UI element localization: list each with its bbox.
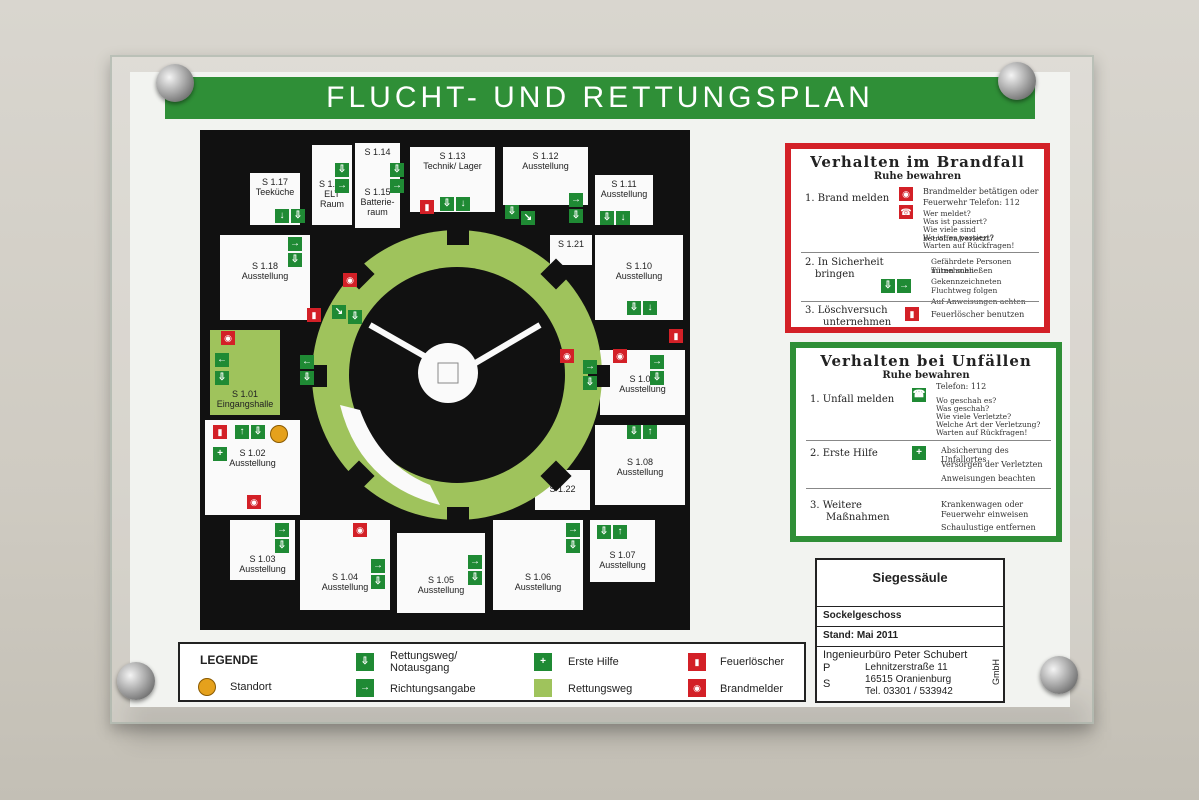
exit-sign-icon: ⇩ bbox=[356, 653, 374, 671]
fire-alarm-icon: ◉ bbox=[221, 331, 235, 345]
fire-subtitle: Ruhe bewahren bbox=[873, 171, 962, 182]
exit-sign-icon: ⇩ bbox=[627, 301, 641, 315]
exit-sign-icon: ⇩ bbox=[600, 211, 614, 225]
building-info-box: Siegessäule Sockelgeschoss Stand: Mai 20… bbox=[815, 558, 1005, 703]
exit-sign-icon: ⇩ bbox=[335, 163, 349, 177]
first-aid-icon: + bbox=[213, 447, 227, 461]
standort-marker-icon bbox=[270, 425, 288, 443]
exit-sign-icon: ⇩ bbox=[251, 425, 265, 439]
direction-arrow-icon: → bbox=[356, 679, 374, 697]
direction-arrow-icon: → bbox=[390, 179, 404, 193]
exit-sign-icon: ⇩ bbox=[371, 575, 385, 589]
direction-arrow-icon: ↑ bbox=[613, 525, 627, 539]
fire-alarm-icon: ◉ bbox=[343, 273, 357, 287]
building-name: Siegessäule bbox=[872, 570, 948, 585]
direction-arrow-icon: ↓ bbox=[643, 301, 657, 315]
direction-arrow-icon: ↑ bbox=[643, 425, 657, 439]
fire-step-1: 1. Brand melden bbox=[805, 193, 890, 204]
fire-alarm-icon: ◉ bbox=[613, 349, 627, 363]
fire-alarm-icon: ◉ bbox=[560, 349, 574, 363]
direction-arrow-icon: ← bbox=[215, 353, 229, 367]
fire-title: Verhalten im Brandfall bbox=[810, 153, 1025, 171]
exit-sign-icon: ⇩ bbox=[275, 539, 289, 553]
standort-icon bbox=[198, 678, 216, 696]
direction-arrow-icon: ↓ bbox=[456, 197, 470, 211]
mounting-screw bbox=[156, 64, 194, 102]
fire-extinguisher-icon: ▮ bbox=[213, 425, 227, 439]
phone-icon: ☎ bbox=[899, 205, 913, 219]
fire-extinguisher-icon: ▮ bbox=[905, 307, 919, 321]
direction-arrow-icon: ↓ bbox=[275, 209, 289, 223]
direction-arrow-icon: → bbox=[650, 355, 664, 369]
mounting-screw bbox=[1040, 656, 1078, 694]
fire-extinguisher-icon: ▮ bbox=[307, 308, 321, 322]
exit-sign-icon: ⇩ bbox=[650, 371, 664, 385]
direction-arrow-icon: → bbox=[371, 559, 385, 573]
exit-sign-icon: ⇩ bbox=[300, 371, 314, 385]
column-core bbox=[418, 343, 478, 403]
exit-sign-icon: ⇩ bbox=[348, 310, 362, 324]
fire-extinguisher-icon: ▮ bbox=[420, 200, 434, 214]
fire-alarm-icon: ◉ bbox=[247, 495, 261, 509]
date-label: Stand: Mai 2011 bbox=[817, 626, 1003, 644]
exit-sign-icon: ⇩ bbox=[597, 525, 611, 539]
fire-alarm-icon: ◉ bbox=[899, 187, 913, 201]
direction-arrow-icon: → bbox=[275, 523, 289, 537]
exit-sign-icon: ⇩ bbox=[566, 539, 580, 553]
accident-title: Verhalten bei Unfällen bbox=[820, 352, 1032, 370]
fire-alarm-icon: ◉ bbox=[353, 523, 367, 537]
direction-arrow-icon: ↑ bbox=[235, 425, 249, 439]
exit-sign-icon: ⇩ bbox=[881, 279, 895, 293]
direction-arrow-icon: → bbox=[468, 555, 482, 569]
fire-extinguisher-icon: ▮ bbox=[669, 329, 683, 343]
direction-arrow-icon: → bbox=[288, 237, 302, 251]
exit-sign-icon: ⇩ bbox=[569, 209, 583, 223]
fire-procedure-panel: Verhalten im Brandfall Ruhe bewahren 1. … bbox=[785, 143, 1050, 333]
exit-sign-icon: ⇩ bbox=[288, 253, 302, 267]
direction-arrow-icon: → bbox=[569, 193, 583, 207]
direction-arrow-icon: → bbox=[897, 279, 911, 293]
direction-arrow-icon: ↘ bbox=[332, 305, 346, 319]
exit-sign-icon: ⇩ bbox=[390, 163, 404, 177]
exit-sign-icon: ⇩ bbox=[440, 197, 454, 211]
plan-title: FLUCHT- UND RETTUNGSPLAN bbox=[165, 77, 1035, 119]
exit-sign-icon: ⇩ bbox=[468, 571, 482, 585]
fire-alarm-icon: ◉ bbox=[688, 679, 706, 697]
first-aid-icon: + bbox=[912, 446, 926, 460]
fire-extinguisher-icon: ▮ bbox=[688, 653, 706, 671]
direction-arrow-icon: → bbox=[566, 523, 580, 537]
exit-sign-icon: ⇩ bbox=[627, 425, 641, 439]
staircase bbox=[340, 405, 440, 505]
direction-arrow-icon: ↓ bbox=[616, 211, 630, 225]
accident-subtitle: Ruhe bewahren bbox=[882, 370, 970, 381]
route-swatch-icon bbox=[534, 679, 552, 697]
central-escape-ring bbox=[305, 223, 610, 529]
exit-sign-icon: ⇩ bbox=[583, 376, 597, 390]
exit-sign-icon: ⇩ bbox=[291, 209, 305, 223]
direction-arrow-icon: ↘ bbox=[521, 211, 535, 225]
floor-label: Sockelgeschoss bbox=[817, 606, 1003, 624]
company-block: Ingenieurbüro Peter Schubert P S Lehnitz… bbox=[817, 646, 1003, 701]
accident-procedure-panel: Verhalten bei Unfällen Ruhe bewahren Tel… bbox=[790, 342, 1062, 542]
first-aid-icon: + bbox=[534, 653, 552, 671]
exit-sign-icon: ⇩ bbox=[215, 371, 229, 385]
direction-arrow-icon: → bbox=[335, 179, 349, 193]
direction-arrow-icon: → bbox=[583, 360, 597, 374]
exit-sign-icon: ⇩ bbox=[505, 205, 519, 219]
mounting-screw bbox=[117, 662, 155, 700]
phone-icon: ☎ bbox=[912, 388, 926, 402]
mounting-screw bbox=[998, 62, 1036, 100]
direction-arrow-icon: ← bbox=[300, 355, 314, 369]
legend: LEGENDE Standort ⇩ Rettungsweg/ Notausga… bbox=[178, 642, 806, 702]
